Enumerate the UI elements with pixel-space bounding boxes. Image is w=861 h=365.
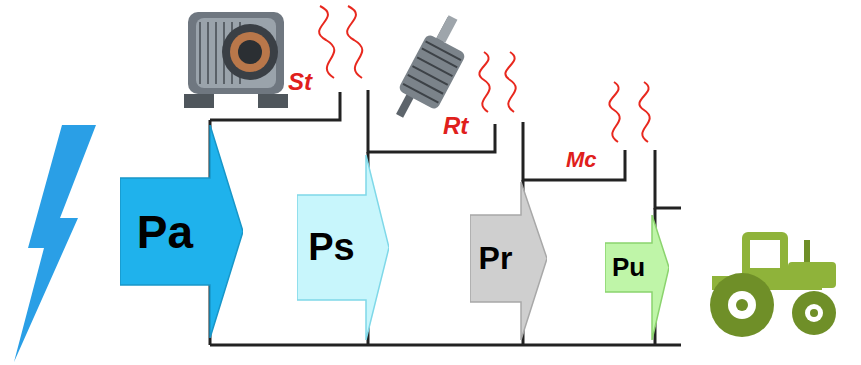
- arrow-outline: [297, 155, 389, 340]
- power-symbol: Pr: [479, 240, 513, 277]
- loss-label: Rt: [443, 114, 468, 138]
- power-arrow: Ps: [297, 155, 389, 340]
- power-symbol: Pu: [612, 252, 645, 283]
- arrow-outline: [470, 182, 547, 340]
- rotor-picture: [387, 10, 478, 130]
- tractor-picture: [710, 232, 836, 337]
- arrow-outline: [605, 215, 669, 340]
- power-arrow: Pr: [470, 182, 547, 340]
- lightning-bolt: [14, 125, 96, 362]
- power-arrow: Pa: [120, 125, 243, 338]
- power-arrow: Pu: [605, 215, 669, 340]
- power-symbol: Ps: [308, 226, 354, 269]
- loss-label: St: [288, 70, 312, 94]
- loss-label: Mc: [566, 149, 597, 171]
- arrow-outline: [120, 125, 243, 338]
- power-symbol: Pa: [137, 205, 193, 259]
- power-flow-lines: [210, 90, 681, 345]
- stator-picture: [184, 12, 288, 108]
